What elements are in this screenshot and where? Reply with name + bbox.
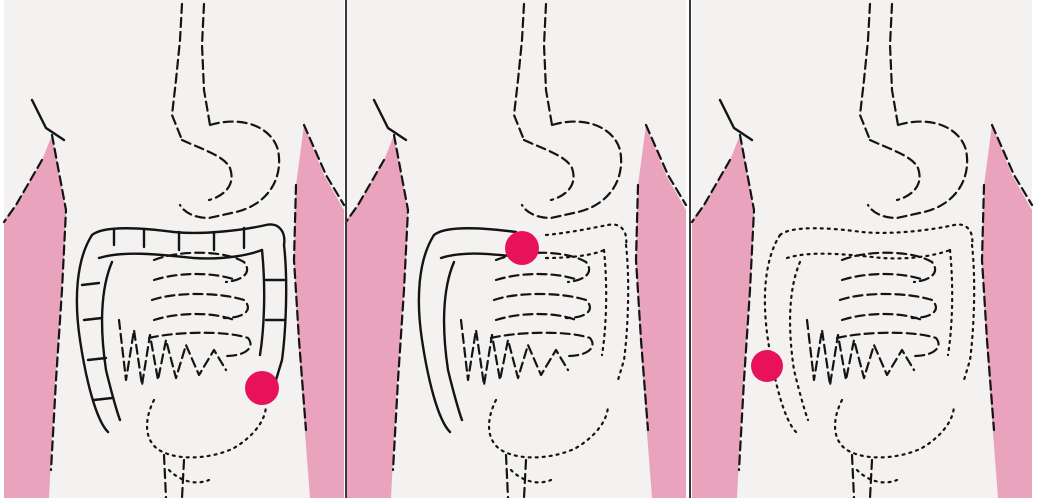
highlight-marker-sigmoid [751, 350, 783, 382]
panel-1 [4, 0, 344, 498]
panel-3 [692, 0, 1032, 498]
highlight-marker-cecum [245, 371, 279, 405]
highlight-marker-duodenum [505, 231, 539, 265]
panel-2 [346, 0, 686, 498]
